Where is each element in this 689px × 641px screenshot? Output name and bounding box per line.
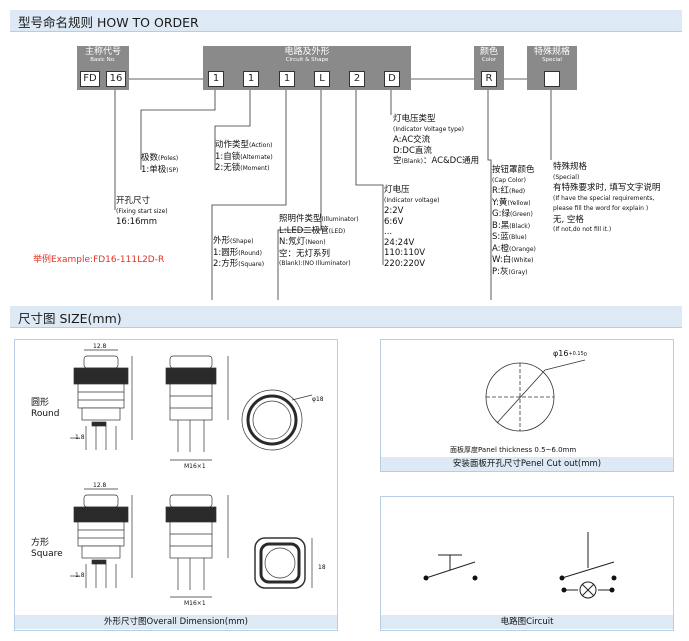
dim-1-8-square: 1.8 [75, 572, 85, 579]
size-bar: 尺寸图 SIZE(mm) [10, 306, 682, 328]
code-vtype: D [384, 71, 400, 87]
cutout-dia: φ16+0.150 [553, 349, 587, 358]
shape-label: 外形(Shape) 1:圆形(Round) 2:方形(Square) [213, 236, 265, 269]
cutout-panel [380, 339, 674, 472]
code-poles: 1 [208, 71, 224, 87]
code-color: R [481, 71, 497, 87]
code-fd: FD [80, 71, 100, 87]
poles-label: 极数(Poles) 1:单极(SP) [141, 153, 179, 175]
dim-1-8-round: 1.8 [75, 434, 85, 441]
capcolor-label: 按钮罩颜色 (Cap Color) R:红(Red) Y:黄(Yellow) G… [492, 165, 536, 277]
section-title-order: 型号命名规则 HOW TO ORDER [18, 15, 199, 30]
code-shape: 1 [279, 71, 295, 87]
code-16: 16 [106, 71, 126, 87]
code-illuminator: L [314, 71, 330, 87]
special-label: 特殊规格 (Special) 有特殊要求时, 填写文字说明 (If have t… [553, 162, 661, 233]
dim-top-square: 12.8 [93, 482, 107, 489]
dim-top-round: 12.8 [93, 343, 107, 350]
dim-side-round: M16×1 [184, 463, 206, 470]
voltage-label: 灯电压 (Indicator voltage) 2:2V 6:6V ... 24… [384, 185, 440, 269]
circuit-panel [380, 496, 674, 631]
vtype-label: 灯电压类型 (Indicator Voltage type) A:AC交流 D:… [393, 114, 480, 166]
illuminator-label: 照明件类型(Illuminator) L:LED二极管(LED) N:氖灯(Ne… [279, 214, 359, 267]
action-label: 动作类型(Action) 1:自锁(Alternate) 2:无锁(Moment… [215, 140, 273, 173]
cutout-caption: 安装面板开孔尺寸Penel Cut out(mm) [381, 457, 673, 471]
code-action: 1 [243, 71, 259, 87]
overall-caption: 外形尺寸图Overall Dimension(mm) [15, 615, 337, 629]
hole-label: 开孔尺寸 (Fixing start size) 16:16mm [116, 196, 168, 227]
dim-side-square: M16×1 [184, 600, 206, 607]
code-voltage: 2 [349, 71, 365, 87]
dim-phi18: φ18 [312, 396, 324, 403]
panel-thickness: 面板厚度Panel thickness 0.5~6.0mm [450, 446, 577, 454]
circuit-caption: 电路图Circuit [381, 615, 673, 629]
code-special [544, 71, 560, 87]
example-text: 举例Example:FD16-111L2D-R [33, 255, 165, 265]
dim-18-square: 18 [318, 564, 326, 571]
section-title-size: 尺寸图 SIZE(mm) [18, 311, 122, 326]
how-to-order-bar: 型号命名规则 HOW TO ORDER [10, 10, 682, 32]
